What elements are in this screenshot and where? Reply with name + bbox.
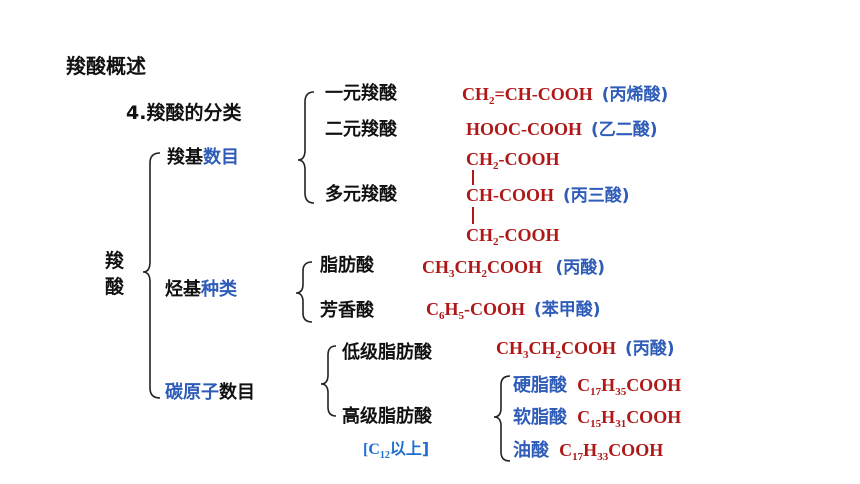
category-carbon-count-post: 数目 xyxy=(219,382,255,403)
poly-acid-bottom: CH2-COOH xyxy=(466,225,560,248)
fatty-acid-row: 油酸 C17H33COOH xyxy=(513,440,664,463)
mono-acid-example: CH2=CH-COOH (丙烯酸) xyxy=(462,84,669,107)
poly-acid-bond-top xyxy=(472,170,474,185)
mono-acid-label: 一元羧酸 xyxy=(325,83,397,104)
poly-acid-mid: CH-COOH (丙三酸) xyxy=(466,186,630,205)
fatty-acid-formula: C17H33COOH xyxy=(559,440,664,463)
lower-fatty-acid-example: CH3CH2COOH (丙酸) xyxy=(496,338,675,361)
page-heading: 羧酸概述 xyxy=(66,54,146,78)
di-acid-example: HOOC-COOH (乙二酸) xyxy=(466,120,658,139)
category-hydrocarbon-type-hl: 种类 xyxy=(201,279,237,300)
root-char-1: 羧 xyxy=(105,250,125,272)
aromatic-acid-label: 芳香酸 xyxy=(320,300,374,321)
category-hydrocarbon-type-pre: 烃基 xyxy=(165,279,201,300)
note-prefix: [C xyxy=(363,441,380,458)
fatty-acid-row: 硬脂酸 C17H35COOH xyxy=(513,375,682,398)
aliphatic-acid-example-name: (丙酸) xyxy=(555,258,606,278)
category-carbon-count: 碳原子数目 xyxy=(165,384,255,402)
mono-acid-example-name: (丙烯酸) xyxy=(601,85,669,105)
note-sub: 12 xyxy=(379,450,390,462)
fatty-acid-name: 硬脂酸 xyxy=(513,375,567,396)
di-acid-formula: HOOC-COOH xyxy=(466,119,582,139)
aromatic-acid-example-name: (苯甲酸) xyxy=(534,300,601,320)
poly-acid-example-name: (丙三酸) xyxy=(563,186,630,206)
fatty-acid-formula: C15H31COOH xyxy=(577,407,682,430)
poly-acid-top: CH2-COOH xyxy=(466,149,560,172)
carboxyl-count-bracket xyxy=(297,91,315,204)
lower-fatty-acid-label: 低级脂肪酸 xyxy=(342,342,432,363)
aliphatic-acid-label: 脂肪酸 xyxy=(320,255,374,276)
note-suffix: 以上] xyxy=(389,439,430,458)
poly-acid-label: 多元羧酸 xyxy=(325,184,397,205)
root-bracket xyxy=(142,152,161,399)
carbon-count-bracket xyxy=(320,345,337,417)
higher-fatty-acid-note: [C12以上] xyxy=(363,441,429,461)
lower-fatty-acid-example-name: (丙酸) xyxy=(625,339,675,359)
fatty-acid-name: 油酸 xyxy=(513,440,549,461)
root-char-2: 酸 xyxy=(105,276,125,298)
higher-fatty-bracket xyxy=(493,375,511,462)
aromatic-acid-example: C6H5-COOH (苯甲酸) xyxy=(426,299,601,322)
aliphatic-acid-example: CH3CH2COOH (丙酸) xyxy=(422,257,606,280)
poly-acid-bond-bottom xyxy=(472,207,474,224)
di-acid-label: 二元羧酸 xyxy=(325,119,397,140)
fatty-acid-name: 软脂酸 xyxy=(513,407,567,428)
fatty-acid-formula: C17H35COOH xyxy=(577,375,682,398)
di-acid-example-name: (乙二酸) xyxy=(591,120,658,140)
higher-fatty-acid-label: 高级脂肪酸 xyxy=(342,406,432,427)
category-carboxyl-count-hl: 数目 xyxy=(203,147,239,168)
poly-acid-mid-formula: CH-COOH xyxy=(466,185,554,205)
hydrocarbon-type-bracket xyxy=(295,261,313,323)
fatty-acid-row: 软脂酸 C15H31COOH xyxy=(513,407,682,430)
category-hydrocarbon-type: 烃基种类 xyxy=(165,281,237,299)
section-title: 4.羧酸的分类 xyxy=(126,102,242,124)
category-carboxyl-count: 羧基数目 xyxy=(167,149,239,167)
category-carboxyl-count-pre: 羧基 xyxy=(167,147,203,168)
category-carbon-count-hl: 碳原子 xyxy=(165,382,219,403)
